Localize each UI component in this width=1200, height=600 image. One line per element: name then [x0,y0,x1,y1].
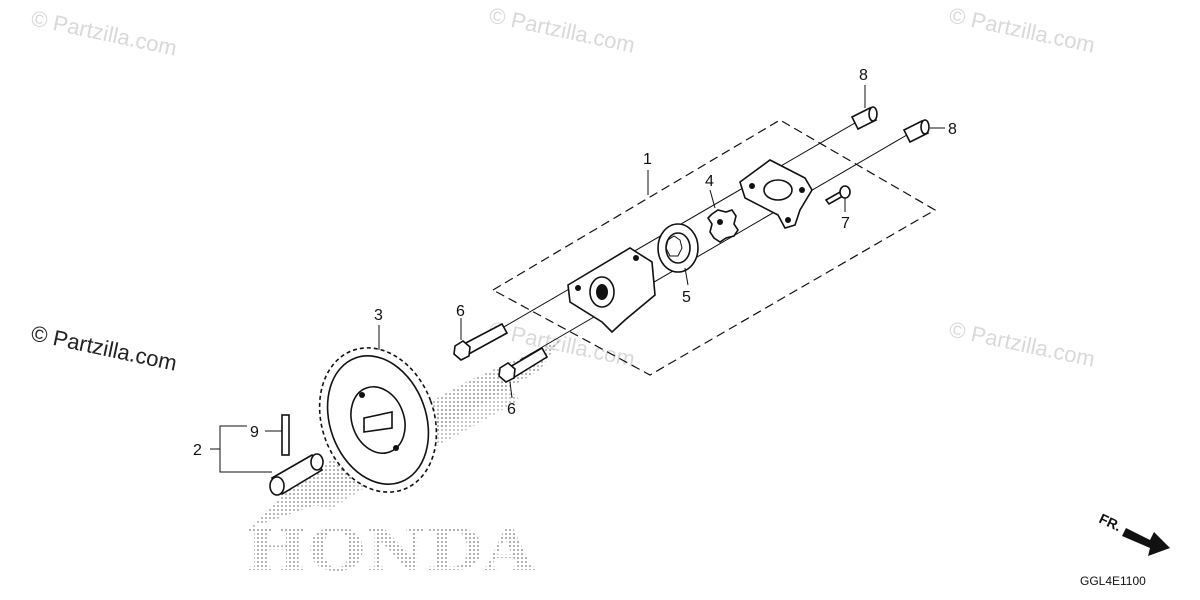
pump-cover [739,159,813,229]
leader-5 [684,267,689,286]
diagram-code: GGL4E1100 [1080,574,1146,588]
dowel-pin-upper [850,106,878,131]
bolt-upper [453,322,509,361]
forward-label: FR. [1097,510,1124,534]
callout-8b: 8 [948,121,957,138]
leader-6b [509,381,513,399]
outer-rotor [657,223,699,273]
callout-3: 3 [374,307,383,324]
drive-pin [281,414,290,456]
bracket-2 [210,425,272,473]
bolt-lower [498,346,549,383]
callout-5: 5 [682,289,691,306]
forward-direction-indicator: FR. [1097,510,1170,556]
cover-screw [824,185,851,206]
leader-4 [709,189,716,209]
callout-7: 7 [841,215,850,232]
honda-logo-text: HONDA [245,516,536,584]
watermark-top-right: © Partzilla.com [947,2,1097,57]
callout-9: 9 [250,424,259,441]
callout-4: 4 [705,173,714,190]
callout-2: 2 [193,442,202,459]
watermark-top-left: © Partzilla.com [29,5,179,60]
dowel-pin-right [902,119,930,144]
pump-assembly-boundary [491,119,937,376]
callout-6a: 6 [456,303,465,320]
oil-pump-body [567,247,656,334]
inner-rotor [706,209,739,243]
callout-8a: 8 [859,67,868,84]
callout-6b: 6 [507,401,516,418]
watermark-mid-right: © Partzilla.com [947,316,1097,371]
forward-arrow-icon [1122,528,1170,556]
pump-shaft-collar [269,453,324,496]
callout-1: 1 [643,151,652,168]
watermark-top-center: © Partzilla.com [487,2,637,57]
axis-line-lower [519,131,913,361]
driven-gear [318,347,438,493]
watermark-mid-left: © Partzilla.com [29,320,179,375]
